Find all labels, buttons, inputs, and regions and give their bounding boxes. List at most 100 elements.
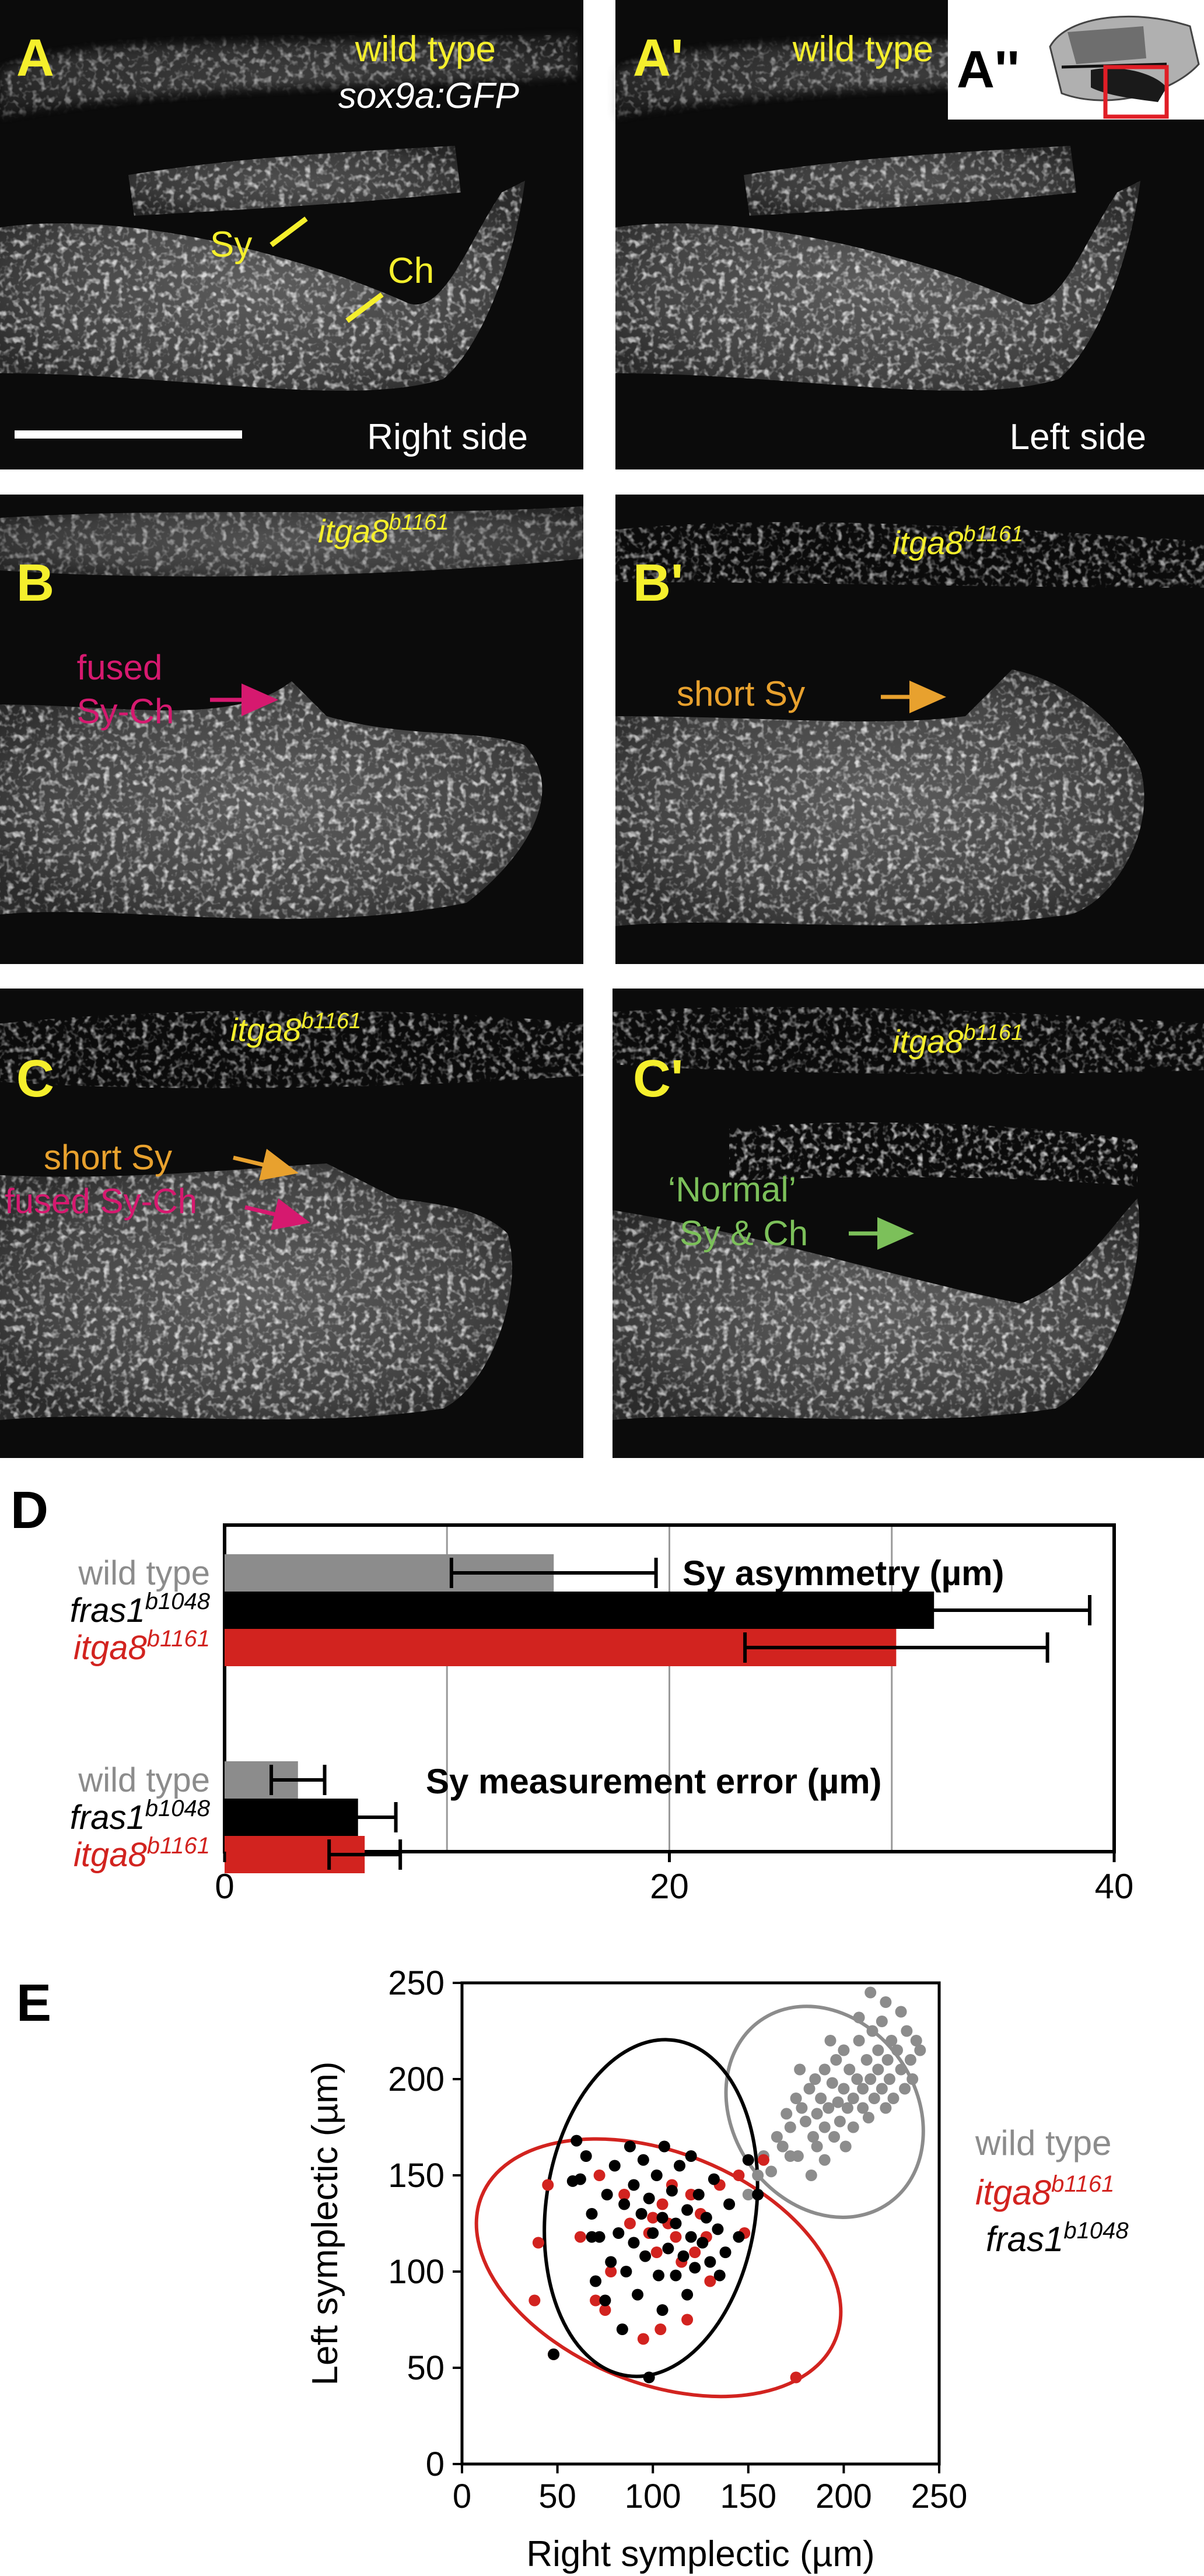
point-wild-type-16 [818,2121,831,2133]
point-itga8-13 [650,2246,663,2258]
y-tick-label-0: 0 [426,2445,444,2483]
point-fras1-28 [658,2140,670,2153]
panel-c-genotype: itga8b1161 [230,1009,361,1048]
point-wild-type-38 [872,2063,884,2076]
point-wild-type-27 [847,2093,859,2104]
point-wild-type-0 [752,2170,764,2181]
point-wild-type-15 [818,2063,831,2076]
panel-a: A wild type sox9a:GFP Sy Ch Right side [0,0,583,469]
point-wild-type-4 [780,2108,793,2120]
point-wild-type-49 [895,2006,907,2018]
point-fras1-49 [752,2189,764,2200]
point-wild-type-54 [910,2035,922,2046]
panel-letter-c-prime: C' [633,1050,683,1108]
x-tick-label-200: 200 [816,2477,872,2515]
larva-head-schematic [1049,15,1200,119]
point-wild-type-35 [864,2073,877,2085]
point-fras1-33 [674,2160,686,2172]
point-wild-type-59 [784,2150,796,2162]
point-fras1-22 [643,2371,655,2384]
point-fras1-44 [712,2223,724,2235]
point-itga8-30 [757,2154,769,2166]
point-wild-type-51 [901,2025,913,2037]
point-fras1-25 [650,2170,663,2181]
point-fras1-26 [653,2269,665,2281]
tick-label-40: 40 [1095,1867,1134,1906]
point-fras1-15 [624,2140,636,2153]
point-fras1-41 [700,2211,712,2224]
point-wild-type-53 [907,2073,919,2085]
point-itga8-27 [733,2170,745,2181]
legend-entry-1: itga8b1161 [975,2171,1114,2212]
point-itga8-15 [656,2198,668,2210]
y-tick-label-50: 50 [407,2349,444,2387]
panel-a-subtitle: sox9a:GFP [338,76,519,116]
point-itga8-18 [670,2231,682,2243]
point-itga8-22 [689,2246,701,2258]
category-label-0-0: wild type [78,1554,210,1592]
x-tick-label-0: 0 [453,2477,471,2515]
point-wild-type-9 [799,2115,811,2128]
point-wild-type-57 [742,2189,754,2200]
point-wild-type-18 [826,2077,838,2089]
point-fras1-54 [656,2304,668,2316]
point-fras1-53 [713,2269,726,2281]
point-fras1-40 [696,2237,709,2249]
panel-b: B itga8b1161 fused Sy-Ch [0,495,583,964]
y-tick-label-100: 100 [388,2253,444,2291]
point-fras1-42 [704,2256,716,2268]
panel-c-prime-annotation-line2: Sy & Ch [680,1214,808,1253]
point-itga8-6 [599,2304,611,2316]
panel-c-prime-genotype: itga8b1161 [892,1021,1023,1060]
point-wild-type-46 [887,2093,900,2104]
category-label-0-2: itga8b1161 [74,1626,210,1667]
group-title-1: Sy measurement error (µm) [426,1762,882,1801]
point-wild-type-60 [811,2140,823,2153]
point-wild-type-24 [838,2044,850,2056]
point-itga8-0 [528,2294,541,2307]
point-wild-type-65 [805,2170,817,2181]
panel-a-double-prime: A'' [948,0,1204,120]
point-itga8-8 [618,2189,631,2200]
point-itga8-1 [532,2237,544,2249]
point-fras1-11 [612,2227,625,2239]
y-axis-label: Left symplectic (µm) [305,2062,345,2386]
point-fras1-31 [670,2217,682,2230]
point-fras1-4 [586,2208,598,2220]
panel-a-prime-title: wild type [792,29,933,69]
point-fras1-13 [618,2198,631,2210]
panel-a-side: Right side [367,417,528,457]
point-wild-type-5 [784,2121,796,2133]
point-wild-type-56 [880,1996,892,2008]
label-ch: Ch [388,251,434,291]
y-tick-label-250: 250 [388,1964,444,2002]
point-wild-type-31 [857,2102,869,2114]
point-wild-type-47 [891,2044,904,2056]
point-itga8-10 [637,2333,649,2345]
point-wild-type-23 [838,2083,850,2095]
panel-letter-a-prime: A' [633,29,683,87]
point-itga8-12 [647,2211,659,2224]
point-wild-type-26 [844,2063,856,2076]
plot-frame [460,1981,941,2466]
point-wild-type-8 [796,2102,808,2114]
point-wild-type-67 [818,2154,831,2166]
point-fras1-51 [586,2231,598,2243]
point-fras1-37 [685,2150,697,2162]
panel-a-prime: A' wild type Left side [615,0,1204,469]
point-wild-type-45 [886,2035,898,2046]
point-wild-type-32 [857,2083,869,2095]
point-fras1-0 [548,2348,560,2360]
category-label-0-1: fras1b1048 [70,1589,211,1629]
arrow-c-short-sy [233,1148,299,1181]
point-wild-type-3 [776,2140,789,2153]
point-fras1-27 [656,2211,668,2224]
point-fras1-23 [643,2192,655,2205]
point-itga8-31 [574,2231,586,2243]
point-wild-type-14 [815,2093,827,2104]
point-wild-type-6 [790,2093,802,2104]
point-itga8-29 [790,2371,802,2384]
panel-b-prime: B' itga8b1161 short Sy [615,495,1204,964]
